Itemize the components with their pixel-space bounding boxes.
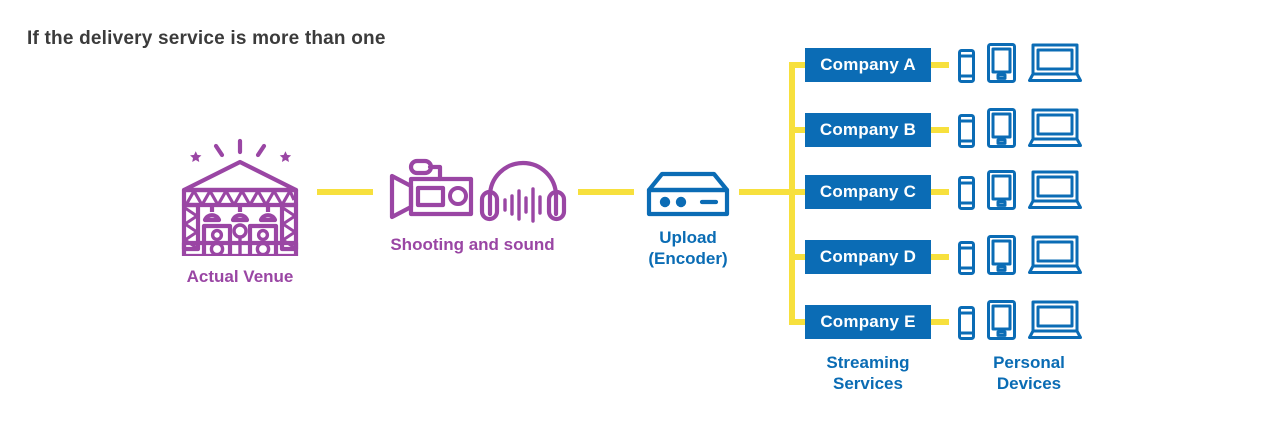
tablet-icon — [987, 235, 1016, 280]
smartphone-icon — [958, 114, 975, 153]
device-stub-d — [931, 254, 949, 260]
company-box-d[interactable]: Company D — [805, 240, 931, 274]
tablet-icon — [987, 300, 1016, 345]
personal-devices-caption: Personal Devices — [993, 353, 1065, 394]
encoder-label: Upload (Encoder) — [648, 228, 728, 268]
encoder-box-icon — [645, 170, 731, 220]
smartphone-icon — [958, 176, 975, 215]
venue-label: Actual Venue — [186, 267, 294, 286]
company-box-c[interactable]: Company C — [805, 175, 931, 209]
branch-stub-b — [789, 127, 809, 133]
page-title: If the delivery service is more than one — [27, 28, 386, 49]
device-row-e — [958, 300, 1082, 345]
device-stub-c — [931, 189, 949, 195]
company-box-a[interactable]: Company A — [805, 48, 931, 82]
device-stub-a — [931, 62, 949, 68]
device-stub-e — [931, 319, 949, 325]
stage-venue-icon — [170, 138, 310, 256]
connector-capture-to-encoder — [578, 189, 634, 195]
branch-stub-c — [789, 189, 809, 195]
tablet-icon — [987, 170, 1016, 215]
smartphone-icon — [958, 241, 975, 280]
device-row-c — [958, 170, 1082, 215]
branch-stub-e — [789, 319, 809, 325]
device-row-d — [958, 235, 1082, 280]
company-box-b[interactable]: Company B — [805, 113, 931, 147]
device-row-b — [958, 108, 1082, 153]
laptop-icon — [1028, 170, 1082, 215]
device-stub-b — [931, 127, 949, 133]
company-box-e[interactable]: Company E — [805, 305, 931, 339]
smartphone-icon — [958, 49, 975, 88]
connector-encoder-to-tree — [739, 189, 795, 195]
laptop-icon — [1028, 43, 1082, 88]
laptop-icon — [1028, 300, 1082, 345]
tablet-icon — [987, 108, 1016, 153]
laptop-icon — [1028, 235, 1082, 280]
smartphone-icon — [958, 306, 975, 345]
laptop-icon — [1028, 108, 1082, 153]
streaming-services-caption: Streaming Services — [826, 353, 910, 394]
branch-stub-d — [789, 254, 809, 260]
capture-label: Shooting and sound — [390, 235, 555, 254]
tablet-icon — [987, 43, 1016, 88]
branch-stub-a — [789, 62, 809, 68]
camera-headphones-icon — [378, 158, 568, 226]
connector-venue-to-capture — [317, 189, 373, 195]
device-row-a — [958, 43, 1082, 88]
